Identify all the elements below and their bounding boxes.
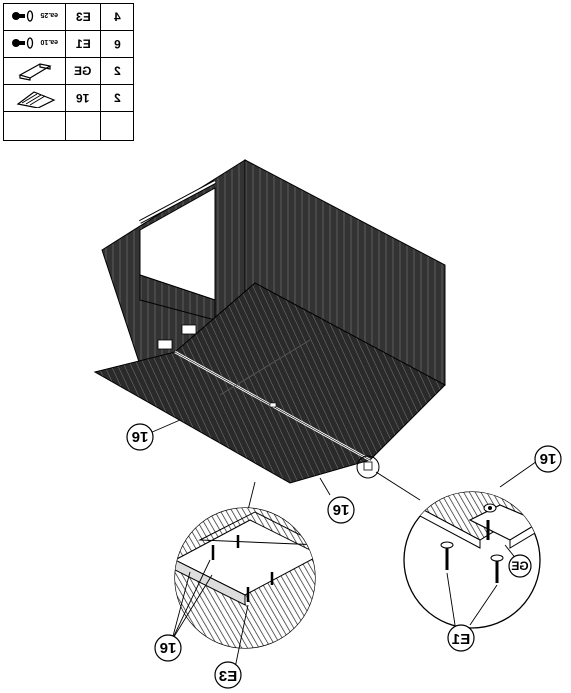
parts-table: ea.25 E3 4 ea.10 E1 6 GE 2 16 2 xyxy=(3,3,134,141)
detail-marker xyxy=(356,455,380,479)
parts-row: GE 2 xyxy=(3,57,134,85)
callout-e3-detail-left: E3 xyxy=(214,661,242,689)
svg-text:16: 16 xyxy=(160,639,177,656)
parts-row-empty xyxy=(3,111,134,141)
parts-row: 16 2 xyxy=(3,84,134,112)
part-note: ea.25 xyxy=(40,11,58,18)
floor-panels xyxy=(93,282,446,484)
detail-view-left xyxy=(171,507,316,669)
callout-16-detail-left: 16 xyxy=(154,634,182,662)
callout-ge-detail-right: GE xyxy=(508,554,532,578)
part-note: ea.10 xyxy=(40,38,58,45)
svg-text:16: 16 xyxy=(333,501,350,518)
svg-text:E1: E1 xyxy=(452,631,470,648)
panel-icon xyxy=(3,84,66,112)
svg-text:GE: GE xyxy=(511,559,528,573)
parts-row: ea.25 E3 4 xyxy=(3,3,134,31)
callout-16-main-bottom: 16 xyxy=(327,496,355,524)
svg-text:E3: E3 xyxy=(219,668,237,685)
callout-16-main-left: 16 xyxy=(126,423,154,451)
svg-text:16: 16 xyxy=(540,450,557,467)
bolt-washer-icon: ea.25 xyxy=(3,3,66,31)
bracket-icon xyxy=(3,57,66,85)
leader-lines xyxy=(149,419,541,511)
callout-e1-detail-right: E1 xyxy=(447,624,475,652)
callout-16-detail-right: 16 xyxy=(534,445,562,473)
detail-view-right xyxy=(403,491,541,629)
svg-text:16: 16 xyxy=(132,428,149,445)
